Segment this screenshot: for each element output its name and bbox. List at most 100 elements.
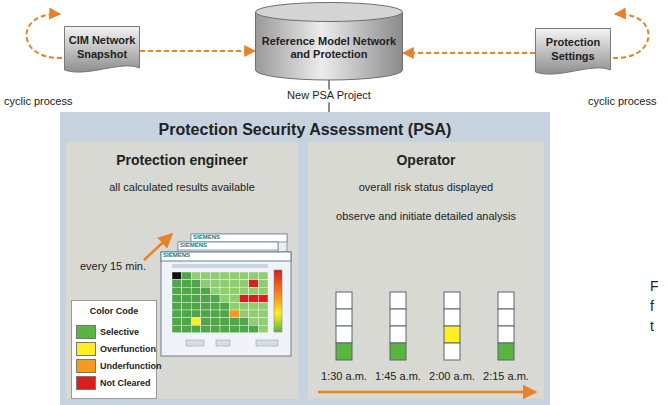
grid-cell bbox=[258, 272, 268, 280]
grid-cell bbox=[220, 295, 230, 303]
grid-cell bbox=[239, 295, 249, 303]
grid-cell bbox=[191, 310, 201, 318]
status-cell bbox=[444, 309, 460, 326]
grid-cell bbox=[191, 318, 201, 326]
grid-cell bbox=[258, 302, 268, 310]
grid-cell bbox=[230, 272, 240, 280]
grid-cell bbox=[230, 318, 240, 326]
grid-cell bbox=[220, 325, 230, 333]
status-cell bbox=[390, 326, 406, 343]
legend-swatch bbox=[76, 342, 96, 356]
grid-cell bbox=[249, 318, 259, 326]
status-cell bbox=[498, 309, 514, 326]
grid-cell bbox=[258, 287, 268, 295]
grid-cell bbox=[220, 310, 230, 318]
status-cell bbox=[336, 343, 352, 360]
status-cell bbox=[390, 309, 406, 326]
document-box: Protection Settings bbox=[535, 28, 611, 78]
brand-label: SIEMENS bbox=[193, 234, 220, 241]
grid-cell bbox=[249, 325, 259, 333]
time-label: 1:30 a.m. bbox=[321, 370, 367, 383]
window-button bbox=[216, 340, 230, 346]
grid-cell bbox=[182, 325, 192, 333]
grid-cell bbox=[249, 287, 259, 295]
grid-cell bbox=[172, 302, 182, 310]
time-label: 1:45 a.m. bbox=[375, 370, 421, 383]
grid-cell bbox=[230, 287, 240, 295]
cycle-loop bbox=[613, 14, 649, 58]
interval-label: every 15 min. bbox=[80, 260, 146, 273]
grid-cell bbox=[220, 302, 230, 310]
grid-cell bbox=[182, 302, 192, 310]
grid-cell bbox=[182, 318, 192, 326]
grid-cell bbox=[258, 280, 268, 288]
grid-cell bbox=[230, 325, 240, 333]
status-cell bbox=[336, 309, 352, 326]
database-cylinder: Reference Model Network and Protection bbox=[255, 2, 403, 80]
timeline-arrow bbox=[318, 391, 536, 394]
grid-cell bbox=[201, 272, 211, 280]
status-cell bbox=[336, 292, 352, 309]
grid-cell bbox=[230, 310, 240, 318]
window-bar bbox=[191, 234, 287, 242]
document-box: CIM Network Snapshot bbox=[64, 26, 140, 76]
grid-cell bbox=[210, 310, 220, 318]
grid-cell bbox=[182, 280, 192, 288]
grid-cell bbox=[220, 287, 230, 295]
grid-cell bbox=[210, 325, 220, 333]
grid-cell bbox=[201, 302, 211, 310]
connector bbox=[140, 50, 255, 52]
grid-cell bbox=[182, 295, 192, 303]
document-outline bbox=[65, 27, 140, 73]
grid-cell bbox=[230, 280, 240, 288]
grid-cell bbox=[258, 325, 268, 333]
grid-cell bbox=[239, 302, 249, 310]
grid-cell bbox=[258, 318, 268, 326]
panel-heading: Operator bbox=[396, 152, 455, 169]
grid-cell bbox=[191, 272, 201, 280]
brand-label: SIEMENS bbox=[180, 242, 207, 249]
window-heading bbox=[172, 264, 268, 268]
window-button bbox=[256, 340, 278, 346]
window-bar bbox=[178, 242, 278, 250]
grid-cell bbox=[201, 325, 211, 333]
grid-cell bbox=[239, 325, 249, 333]
legend-row: Underfunction bbox=[76, 359, 152, 373]
grid-cell bbox=[201, 287, 211, 295]
grid-cell bbox=[249, 302, 259, 310]
grid-cell bbox=[249, 280, 259, 288]
legend-row: Overfunction bbox=[76, 342, 152, 356]
legend-swatch bbox=[76, 376, 96, 390]
window-button bbox=[186, 340, 204, 346]
panel-text: overall risk status displayed bbox=[359, 181, 494, 194]
panel-text: all calculated results available bbox=[109, 181, 255, 194]
role-panel: Color CodeSelectiveOverfunctionUnderfunc… bbox=[66, 142, 298, 399]
status-cell bbox=[444, 292, 460, 309]
cropped-letter: t bbox=[650, 318, 654, 335]
status-cell bbox=[498, 343, 514, 360]
grid-cell bbox=[210, 302, 220, 310]
grid-cell bbox=[172, 272, 182, 280]
box-title: CIM Network Snapshot bbox=[67, 34, 137, 60]
grid-cell bbox=[191, 302, 201, 310]
grid-cell bbox=[172, 318, 182, 326]
cycle-label: cyclic process bbox=[4, 95, 72, 108]
grid-cell bbox=[239, 310, 249, 318]
grid-cell bbox=[249, 310, 259, 318]
grid-cell bbox=[201, 295, 211, 303]
grid-cell bbox=[182, 287, 192, 295]
box-title: Reference Model Network and Protection bbox=[261, 35, 397, 61]
status-stacks bbox=[336, 292, 514, 360]
legend-text: Overfunction bbox=[100, 344, 156, 354]
panel-title: Protection Security Assessment (PSA) bbox=[159, 120, 452, 139]
window-bar bbox=[161, 252, 291, 261]
legend-box: Color CodeSelectiveOverfunctionUnderfunc… bbox=[71, 300, 157, 399]
grid-cell bbox=[191, 287, 201, 295]
grid-cell bbox=[210, 287, 220, 295]
status-cell bbox=[444, 326, 460, 343]
screen-window bbox=[161, 252, 291, 356]
grid-cell bbox=[182, 272, 192, 280]
cycle-loop bbox=[26, 14, 62, 58]
result-grid bbox=[172, 272, 268, 333]
